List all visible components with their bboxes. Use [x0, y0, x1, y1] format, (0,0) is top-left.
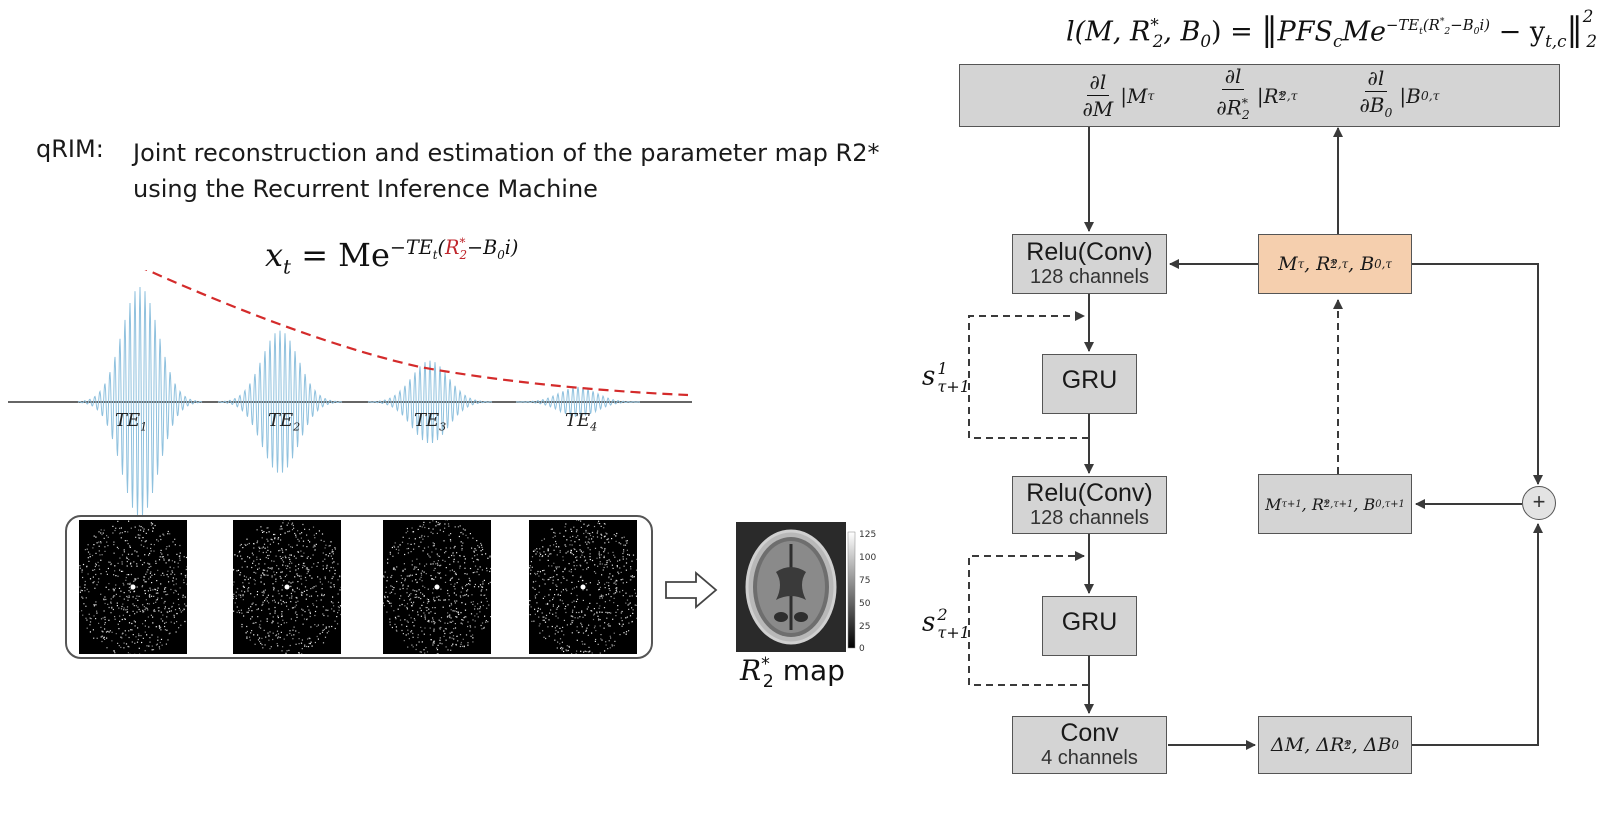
gradient-term-r2: ∂l∂R*2|R*2,τ — [1216, 63, 1298, 123]
decay-curve — [144, 270, 689, 397]
conv-block-3: Conv 4 channels — [1012, 716, 1167, 774]
title-label: qRIM: — [36, 135, 104, 163]
kspace-image-4 — [529, 520, 637, 654]
title-text: Joint reconstruction and estimation of t… — [133, 135, 879, 207]
relu-conv-block-2: Relu(Conv) 128 channels — [1012, 476, 1167, 534]
signal-model-equation: xt = Me−TEt(R*2−B0i) — [265, 236, 519, 279]
echo-wave-1 — [77, 286, 203, 516]
title-line-2: using the Recurrent Inference Machine — [133, 175, 598, 203]
r2-map-label: R*2 map — [740, 654, 845, 692]
colorbar-tick: 125 — [859, 530, 876, 540]
echo-wave-4 — [516, 386, 640, 417]
kspace-frame — [65, 515, 653, 659]
te-label-3: TE3 — [414, 410, 447, 434]
relu-conv-block-1: Relu(Conv) 128 channels — [1012, 234, 1167, 294]
hollow-arrow-icon — [665, 571, 718, 609]
te-label-2: TE2 — [268, 410, 301, 434]
echo-signal-plot — [8, 270, 692, 516]
kspace-image-3 — [383, 520, 491, 654]
loss-equation: l(M, R*2, B0) = ‖PFScMe−TEt(R*2−B0i) − y… — [1066, 6, 1598, 51]
echo-waveforms — [77, 286, 640, 516]
gru-block-1: GRU — [1042, 354, 1137, 414]
kspace-image-1 — [79, 520, 187, 654]
te-label-4: TE4 — [565, 410, 598, 434]
kspace-image-2 — [233, 520, 341, 654]
gru-block-2: GRU — [1042, 596, 1137, 656]
sum-node: + — [1522, 486, 1556, 520]
te-label-1: TE1 — [115, 410, 148, 434]
colorbar-tick: 25 — [859, 622, 870, 632]
arrow-state-to-sum — [1412, 263, 1543, 485]
dashed-hidden-loop-2 — [968, 551, 1089, 686]
colorbar-tick: 50 — [859, 599, 871, 609]
title-line-1: Joint reconstruction and estimation of t… — [133, 139, 880, 167]
r2-map-image — [736, 522, 846, 652]
colorbar-tick: 100 — [859, 553, 876, 563]
echo-wave-2 — [217, 330, 343, 473]
colorbar: 125 100 75 50 25 0 — [847, 530, 876, 654]
colorbar-tick: 0 — [859, 644, 865, 654]
dashed-hidden-loop-1 — [968, 311, 1089, 439]
arrow-delta-to-sum — [1412, 523, 1543, 746]
echo-wave-3 — [367, 360, 493, 444]
colorbar-tick: 75 — [859, 576, 870, 586]
